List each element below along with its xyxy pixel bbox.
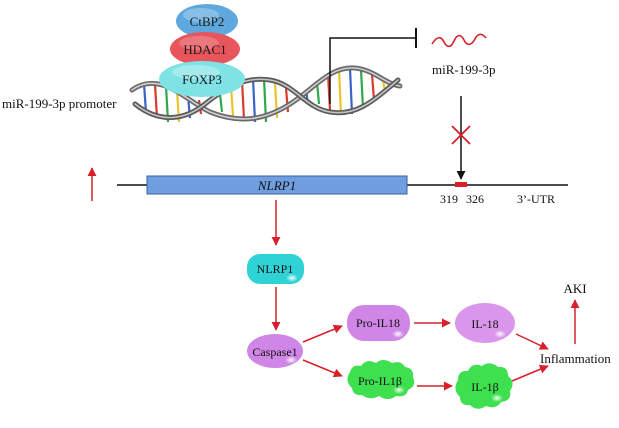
- inflammation-label: Inflammation: [540, 351, 611, 366]
- promoter-label: miR-199-3p promoter: [2, 96, 117, 111]
- mirna-label: miR-199-3p: [432, 62, 496, 77]
- il1b-label: IL-1β: [471, 380, 498, 394]
- pro-il18-node: Pro-IL18: [347, 305, 410, 341]
- il18-node: IL-18: [455, 303, 515, 343]
- mirna-squiggle-icon: [431, 33, 487, 48]
- nlrp1-protein-label: NLRP1: [257, 262, 294, 276]
- aki-label: AKI: [563, 281, 586, 296]
- ctbp2-label: CtBP2: [190, 14, 225, 29]
- site-end-label: 326: [466, 192, 484, 206]
- foxp3-protein: FOXP3: [159, 61, 245, 97]
- pro-il1b-label: Pro-IL1β: [358, 374, 402, 388]
- hdac1-label: HDAC1: [183, 42, 226, 57]
- inhibition-line: [329, 28, 417, 104]
- il18-to-inflammation-arrow: [515, 333, 549, 350]
- caspase1-node: Caspase1: [247, 334, 303, 368]
- blocked-cross-icon: [451, 125, 471, 145]
- pro-il18-label: Pro-IL18: [356, 316, 400, 330]
- nlrp1-protein-node: NLRP1: [247, 254, 304, 284]
- caspase1-to-pro-il1b-arrow: [302, 359, 343, 378]
- ctbp2-protein: CtBP2: [176, 4, 238, 38]
- caspase1-to-pro-il18-arrow: [302, 324, 343, 343]
- pro-il1b-node: Pro-IL1β: [347, 360, 415, 399]
- hdac1-protein: HDAC1: [170, 32, 240, 66]
- nlrp1-gene-bar: [146, 175, 408, 195]
- nlrp1-gene-label: NLRP1: [257, 178, 296, 193]
- utr-label: 3’-UTR: [517, 192, 555, 206]
- caspase1-label: Caspase1: [252, 345, 297, 359]
- il18-label: IL-18: [471, 317, 498, 331]
- site-start-label: 319: [440, 192, 458, 206]
- foxp3-label: FOXP3: [182, 72, 222, 87]
- il1b-node: IL-1β: [455, 363, 513, 409]
- binding-site-mark: [455, 182, 467, 187]
- il1b-to-inflammation-arrow: [511, 364, 549, 382]
